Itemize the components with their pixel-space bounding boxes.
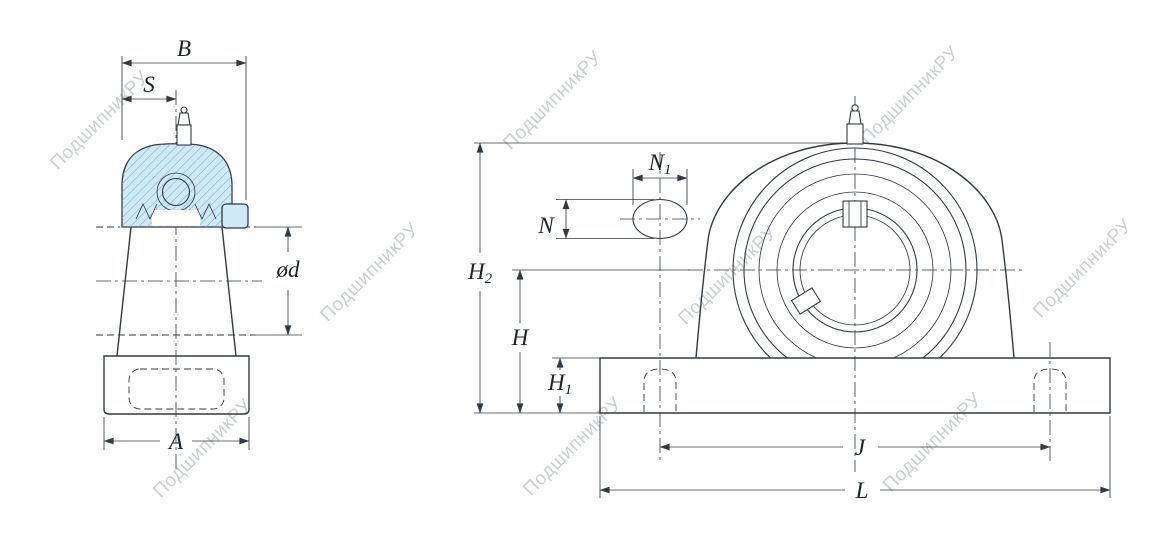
set-screw-side bbox=[790, 287, 822, 315]
dim-label-N1: N1 bbox=[648, 150, 672, 178]
bearing-cap-hatch bbox=[122, 143, 232, 227]
dim-label-N: N bbox=[537, 213, 555, 238]
bolt-slot-hidden-left bbox=[643, 368, 677, 412]
side-view: B S ød A bbox=[96, 36, 302, 470]
dim-label-B: B bbox=[177, 36, 191, 61]
base-slot-hidden-outline bbox=[128, 368, 225, 410]
grease-fitting-hex bbox=[176, 124, 192, 146]
bearing-circles bbox=[732, 147, 978, 358]
housing-column-right-edge bbox=[221, 226, 237, 357]
dim-label-L: L bbox=[855, 478, 869, 503]
seal-zigzag-left bbox=[135, 202, 158, 221]
inner-ring-od-circle bbox=[776, 191, 934, 349]
grease-fitting-icon bbox=[851, 104, 859, 112]
dim-label-J: J bbox=[855, 435, 867, 460]
seal-zigzag-right bbox=[194, 202, 217, 221]
inner-ring-face bbox=[152, 210, 200, 226]
dim-label-H2: H2 bbox=[467, 259, 493, 287]
grease-fitting-neck bbox=[177, 112, 191, 126]
bolt-slot-hidden-right bbox=[1033, 368, 1067, 412]
grease-fitting-icon bbox=[180, 106, 188, 114]
outer-ring-land-circle bbox=[758, 173, 952, 358]
housing-base-front bbox=[599, 357, 1111, 414]
housing-base-side bbox=[103, 355, 250, 415]
dim-label-H1: H1 bbox=[547, 370, 572, 398]
front-view: N N1 H2 H H1 J L bbox=[467, 96, 1111, 503]
housing-column-left-edge bbox=[116, 226, 132, 357]
set-screw-collar-nub bbox=[221, 203, 249, 229]
grease-fitting-neck bbox=[848, 110, 862, 125]
outer-ring-od-circle bbox=[743, 158, 967, 358]
dim-label-A: A bbox=[167, 429, 184, 454]
spherical-seat-outer-circle bbox=[732, 147, 978, 358]
set-screw-top bbox=[842, 200, 868, 228]
grease-fitting-hex bbox=[846, 123, 864, 145]
dim-label-bore: ød bbox=[276, 257, 301, 282]
dim-label-H: H bbox=[511, 325, 530, 350]
bearing-ball bbox=[161, 177, 191, 207]
dim-label-S: S bbox=[143, 72, 155, 97]
